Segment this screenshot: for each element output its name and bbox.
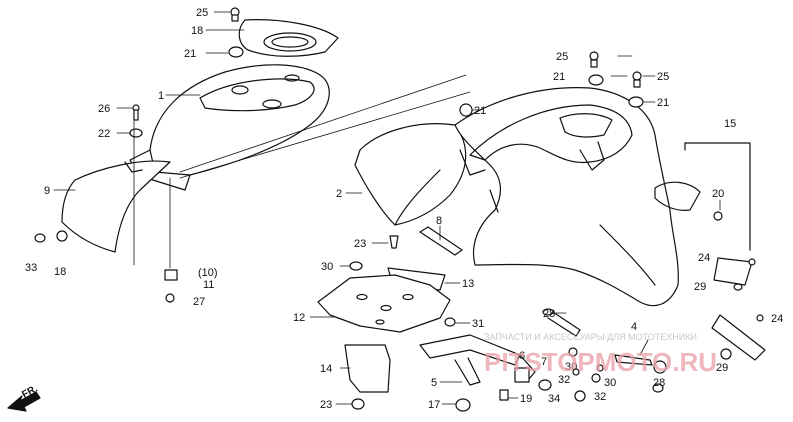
callout-28-mid: 28 bbox=[543, 308, 555, 320]
callout-18-top: 18 bbox=[191, 25, 203, 37]
front-direction-arrow-icon bbox=[7, 391, 41, 412]
callout-33: 33 bbox=[25, 262, 37, 274]
inner-tray bbox=[317, 274, 451, 333]
front-body-cover bbox=[454, 87, 701, 307]
callout-30-mid: 30 bbox=[565, 361, 577, 373]
callout-28-right: 28 bbox=[653, 377, 665, 389]
callout-29-lower: 29 bbox=[716, 362, 728, 374]
callout-30-right: 30 bbox=[604, 377, 616, 389]
callout-14: 14 bbox=[320, 363, 332, 375]
leader-15 bbox=[684, 142, 751, 251]
callout-21-top: 21 bbox=[184, 48, 196, 60]
callout-31: 31 bbox=[472, 318, 484, 330]
callout-34: 34 bbox=[548, 393, 560, 405]
callout-26: 26 bbox=[98, 103, 110, 115]
top-inner-cover bbox=[238, 19, 339, 57]
callout-32-right: 32 bbox=[594, 391, 606, 403]
callout-23-bottom: 23 bbox=[320, 399, 332, 411]
lower-stay bbox=[614, 354, 653, 366]
side-cover bbox=[354, 123, 467, 226]
rear-fender bbox=[61, 160, 171, 253]
callout-9: 9 bbox=[44, 185, 50, 197]
seat-cowl bbox=[129, 64, 330, 191]
callout-1: 1 bbox=[158, 90, 164, 102]
callout-29-upper: 29 bbox=[694, 281, 706, 293]
callout-20: 20 bbox=[712, 188, 724, 200]
callout-24-upper: 24 bbox=[698, 252, 710, 264]
callout-25-top: 25 bbox=[196, 7, 208, 19]
callout-23-mid: 23 bbox=[354, 238, 366, 250]
callout-6: 6 bbox=[519, 350, 525, 362]
callout-21-right: 21 bbox=[657, 97, 669, 109]
callout-32-left: 32 bbox=[558, 374, 570, 386]
callout-10: (10) bbox=[198, 267, 218, 279]
callout-30-left: 30 bbox=[321, 261, 333, 273]
callout-18-left: 18 bbox=[54, 266, 66, 278]
callout-22: 22 bbox=[98, 128, 110, 140]
stay-bracket bbox=[419, 226, 463, 256]
clip-bracket bbox=[547, 309, 581, 337]
callout-27: 27 bbox=[193, 296, 205, 308]
hardware-fasteners bbox=[34, 7, 764, 412]
callout-24-lower: 24 bbox=[771, 313, 783, 325]
callout-13: 13 bbox=[462, 278, 474, 290]
callout-19: 19 bbox=[520, 393, 532, 405]
emblem-upper bbox=[713, 257, 753, 286]
callout-15: 15 bbox=[724, 118, 736, 130]
callout-5: 5 bbox=[431, 377, 437, 389]
callout-2: 2 bbox=[336, 188, 342, 200]
emblem-lower bbox=[711, 314, 766, 361]
callout-25-mid: 25 bbox=[556, 51, 568, 63]
leader-lines bbox=[53, 11, 721, 405]
watermark-caption: ЗАПЧАСТИ И АКСЕССУАРЫ ДЛЯ МОТОТЕХНИКИ bbox=[484, 332, 697, 342]
callout-7: 7 bbox=[541, 356, 547, 368]
callout-21-center: 21 bbox=[474, 105, 486, 117]
callout-8: 8 bbox=[436, 215, 442, 227]
callout-21-mid: 21 bbox=[553, 71, 565, 83]
callout-17: 17 bbox=[428, 399, 440, 411]
callout-25-right: 25 bbox=[657, 71, 669, 83]
mount-bracket-assembly bbox=[419, 334, 536, 386]
callout-12: 12 bbox=[293, 312, 305, 324]
watermark-site: PITSTOPMOTO.RU bbox=[484, 347, 717, 377]
callout-4: 4 bbox=[631, 321, 637, 333]
lower-plate bbox=[344, 344, 391, 393]
callout-11: 11 bbox=[203, 279, 214, 291]
